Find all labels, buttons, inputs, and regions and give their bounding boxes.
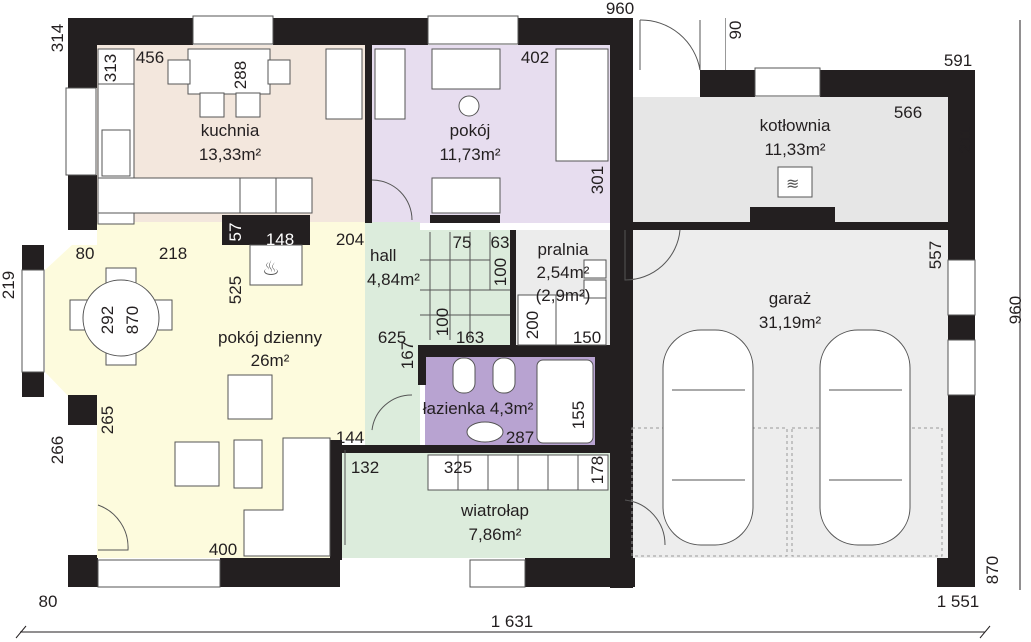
dim-label: 525 [226, 276, 245, 304]
dim-label: 287 [506, 428, 534, 447]
room-area2-pralnia: (2,9m²) [536, 286, 591, 305]
dim-label: 132 [351, 458, 379, 477]
room-name-garaz: garaż [769, 289, 812, 308]
dim-label: 204 [336, 230, 364, 249]
dim-label: 75 [453, 233, 472, 252]
room-area-kotlownia: 11,33m² [764, 140, 825, 159]
dim-label: 150 [573, 328, 601, 347]
dim-label: 1 631 [491, 612, 534, 631]
dim-label: 80 [39, 592, 58, 611]
bathroom-fixtures [452, 357, 594, 444]
dim-label: 100 [491, 258, 510, 286]
room-area-garaz: 31,19m² [759, 313, 822, 332]
dimension-labels: 960 591 456 402 566 148 204 80 218 75 63… [39, 0, 980, 631]
room-area-pokoj-dzienny: 26m² [251, 351, 290, 370]
dining-table [69, 267, 173, 366]
heat-icon: ≋ [786, 176, 799, 193]
dim-label: 265 [98, 406, 117, 434]
dim-label: 200 [523, 311, 542, 339]
kitchen-furniture [97, 48, 406, 225]
room-area-wiatrolap: 7,86m² [469, 525, 522, 544]
dim-label: 155 [569, 401, 588, 429]
dim-label: 63 [491, 233, 510, 252]
dim-label: 219 [0, 271, 18, 299]
dim-label: 313 [101, 54, 120, 82]
dim-label: 163 [456, 328, 484, 347]
dim-label: 80 [76, 244, 95, 263]
room-name-pokoj: pokój [450, 121, 491, 140]
cars [631, 329, 943, 557]
overall-dimension-line [15, 20, 1021, 639]
boiler [777, 166, 813, 198]
dim-label: 266 [48, 436, 67, 464]
dim-label: 100 [433, 308, 452, 336]
room-name-lazienka: łazienka 4,3m² [423, 399, 534, 418]
dim-label: 402 [521, 48, 549, 67]
dim-label: 178 [588, 456, 607, 484]
dim-label: 148 [266, 230, 294, 249]
dim-label: 870 [983, 556, 1002, 584]
room-area-pralnia: 2,54m² [537, 263, 590, 282]
dim-label: 144 [336, 428, 364, 447]
fire-icon: ♨ [262, 258, 280, 280]
dim-label: 314 [48, 24, 67, 52]
fireplace [249, 244, 303, 286]
dim-label: 301 [588, 166, 607, 194]
room-name-hall: hall [370, 246, 396, 265]
dim-label: 1 551 [937, 592, 980, 611]
dim-label: 591 [944, 51, 972, 70]
dim-label: 167 [398, 341, 417, 369]
dim-label: 566 [894, 103, 922, 122]
dim-label: 456 [136, 48, 164, 67]
walls [22, 18, 975, 588]
dim-label: 870 [123, 306, 142, 334]
room-area-hall: 4,84m² [367, 270, 420, 289]
room-name-kotlownia: kotłownia [760, 116, 831, 135]
dim-label: 625 [378, 328, 406, 347]
room-name-pokoj-dzienny: pokój dzienny [218, 328, 322, 347]
room-name-pralnia: pralnia [537, 240, 589, 259]
dim-label: 325 [444, 458, 472, 477]
dim-label: 960 [606, 0, 634, 18]
dim-label: 211 [956, 126, 975, 153]
stairs [420, 232, 510, 340]
dim-label: 557 [926, 241, 945, 269]
room-name-kuchnia: kuchnia [201, 121, 260, 140]
bedroom-furniture [431, 48, 609, 214]
room-area-kuchnia: 13,33m² [199, 145, 262, 164]
windows [21, 15, 976, 588]
dim-label: 960 [1006, 296, 1025, 324]
dim-label: 400 [209, 540, 237, 559]
entry-cabinets [427, 454, 609, 491]
dim-label: 57 [226, 223, 245, 242]
vertical-dimension-labels: 90 314 313 288 211 301 57 219 525 292 87… [0, 21, 1025, 585]
room-name-wiatrolap: wiatrołap [460, 501, 529, 520]
room-kotlownia [625, 97, 948, 223]
dim-label: 292 [98, 306, 117, 334]
room-hall [365, 222, 420, 447]
living-furniture [97, 374, 331, 557]
dim-label: 90 [726, 21, 745, 40]
dim-label: 218 [159, 244, 187, 263]
laundry-fixtures [517, 259, 607, 346]
dim-label: 288 [231, 61, 250, 89]
room-area-pokoj: 11,73m² [439, 145, 500, 164]
